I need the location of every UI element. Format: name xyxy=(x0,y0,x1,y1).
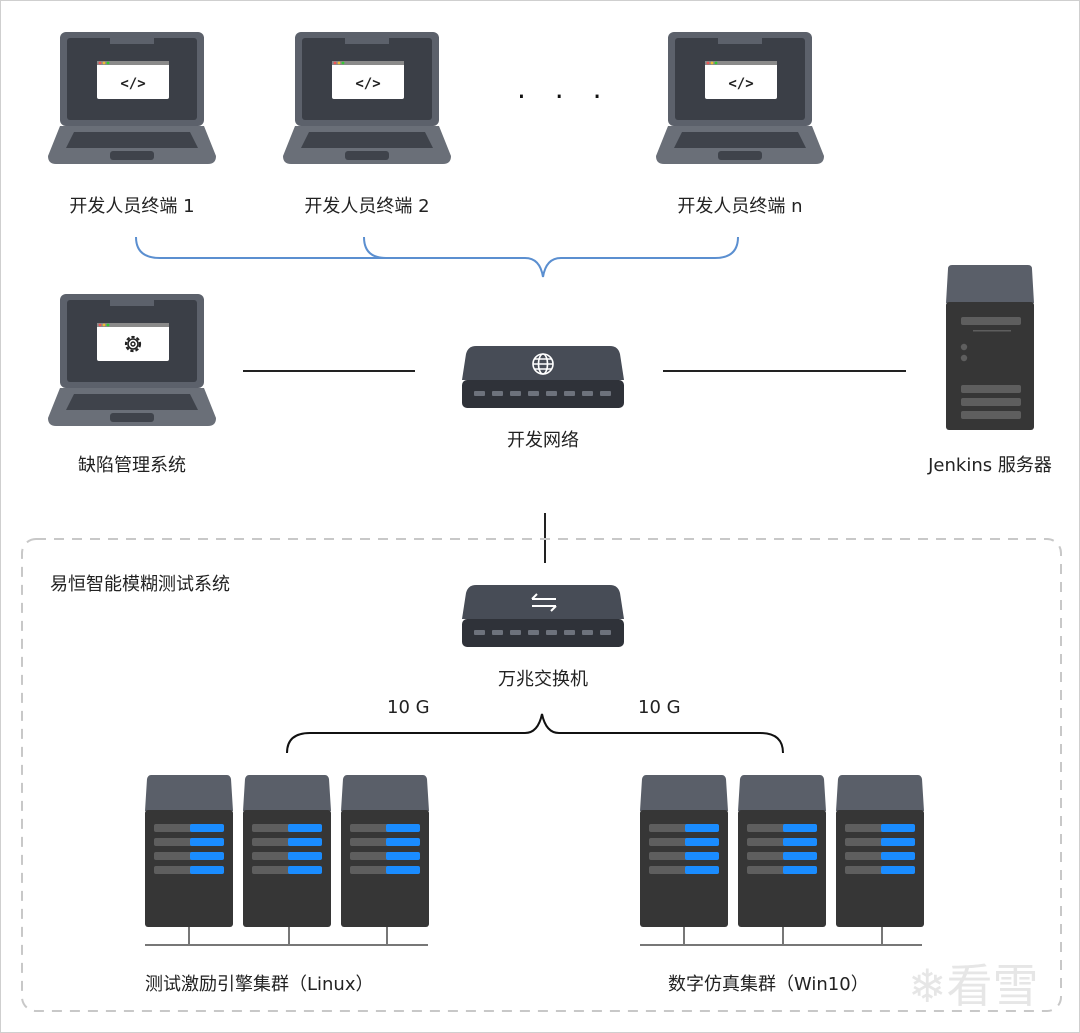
dev-terminal-2: </> 开发人员终端 2 xyxy=(283,32,451,217)
status-led xyxy=(190,838,224,846)
status-led xyxy=(783,852,817,860)
server-unit xyxy=(738,775,826,931)
cluster-linux-rail xyxy=(145,927,428,946)
status-led xyxy=(685,824,719,832)
gear-icon xyxy=(124,335,142,353)
dev-network-label: 开发网络 xyxy=(507,430,579,451)
status-led xyxy=(881,838,915,846)
rack-server-icon xyxy=(341,775,429,927)
status-led xyxy=(783,866,817,874)
code-icon: </> xyxy=(120,76,145,92)
status-led xyxy=(190,824,224,832)
dev-terminal-1-label: 开发人员终端 1 xyxy=(69,196,195,217)
dev-terminals-bracket xyxy=(135,236,739,278)
status-led xyxy=(386,866,420,874)
status-led xyxy=(685,866,719,874)
snowflake-icon: ❄ xyxy=(908,959,947,1013)
rack-server-icon xyxy=(145,775,233,927)
globe-icon xyxy=(532,353,554,375)
dev-terminal-n-label: 开发人员终端 n xyxy=(677,196,803,217)
linux-cluster-label: 测试激励引擎集群（Linux） xyxy=(145,974,374,995)
more-terminals-ellipsis: · · · xyxy=(517,80,612,113)
swap-arrows-icon xyxy=(531,593,557,612)
link-speed-left: 10 G xyxy=(387,697,430,718)
status-led xyxy=(881,866,915,874)
status-led xyxy=(386,824,420,832)
status-led xyxy=(190,866,224,874)
server-unit xyxy=(243,775,331,931)
status-led xyxy=(386,852,420,860)
status-led xyxy=(386,838,420,846)
laptop-icon: </> xyxy=(48,32,216,164)
server-unit xyxy=(145,775,233,931)
laptop-icon xyxy=(48,294,216,426)
dev-terminal-1: </> 开发人员终端 1 xyxy=(48,32,216,217)
router-icon xyxy=(462,346,624,408)
code-icon: </> xyxy=(728,76,753,92)
rack-server-icon xyxy=(738,775,826,927)
status-led xyxy=(288,852,322,860)
server-unit xyxy=(836,775,924,931)
switch-clusters-bracket xyxy=(286,713,784,754)
status-led xyxy=(288,866,322,874)
status-led xyxy=(881,852,915,860)
laptop-icon: </> xyxy=(656,32,824,164)
status-led xyxy=(783,838,817,846)
dev-terminal-n: </> 开发人员终端 n xyxy=(656,32,824,217)
fuzz-system-title: 易恒智能模糊测试系统 xyxy=(50,574,230,595)
watermark-text: 看雪 xyxy=(946,959,1039,1013)
tower-server-icon xyxy=(946,265,1034,430)
rack-server-icon xyxy=(640,775,728,927)
status-led xyxy=(288,824,322,832)
defect-management-system: 缺陷管理系统 xyxy=(48,294,216,476)
link-speed-right: 10 G xyxy=(638,697,681,718)
code-icon: </> xyxy=(355,76,380,92)
win-cluster-label: 数字仿真集群（Win10） xyxy=(668,974,869,995)
jenkins-server-label: Jenkins 服务器 xyxy=(928,455,1052,476)
fuzz-system-boundary xyxy=(21,538,1062,1012)
server-unit xyxy=(640,775,728,931)
status-led xyxy=(288,838,322,846)
status-led xyxy=(783,824,817,832)
dev-terminal-2-branch xyxy=(363,236,387,259)
defect-system-label: 缺陷管理系统 xyxy=(78,455,186,476)
rack-server-icon xyxy=(836,775,924,927)
jenkins-server: Jenkins 服务器 xyxy=(928,265,1052,476)
switch-icon xyxy=(462,585,624,647)
watermark: ❄看雪 xyxy=(908,950,1039,1016)
laptop-icon: </> xyxy=(283,32,451,164)
status-led xyxy=(685,852,719,860)
dev-terminal-2-label: 开发人员终端 2 xyxy=(304,196,430,217)
status-led xyxy=(190,852,224,860)
server-unit xyxy=(341,775,429,931)
dev-network-router: 开发网络 xyxy=(462,346,624,451)
status-led xyxy=(881,824,915,832)
rack-server-icon xyxy=(243,775,331,927)
status-led xyxy=(685,838,719,846)
ten-gigabit-switch: 万兆交换机 xyxy=(462,585,624,690)
switch-label: 万兆交换机 xyxy=(498,669,588,690)
cluster-win-rail xyxy=(640,927,922,946)
